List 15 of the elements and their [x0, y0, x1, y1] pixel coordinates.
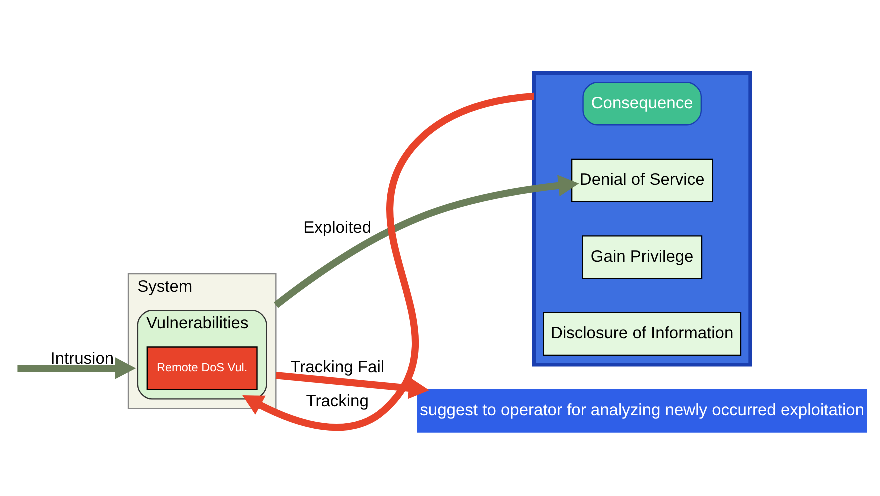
edge-label: Tracking: [306, 392, 369, 411]
edge-label: Tracking Fail: [290, 357, 385, 376]
cluster: [532, 71, 752, 367]
arrow: [18, 358, 136, 380]
arrow: [274, 175, 580, 308]
node-box: Disclosure of Information: [543, 312, 742, 356]
node-box: Denial of Service: [571, 158, 714, 203]
arrow: [276, 372, 430, 400]
arrow: [242, 92, 535, 432]
edge-label: Exploited: [304, 218, 372, 237]
node-box: suggest to operator for analyzing newly occurred exploitation: [417, 389, 868, 433]
node-box: Remote DoS Vul.: [146, 346, 258, 390]
node-box: Consequence: [582, 82, 702, 126]
edge-label: Intrusion: [50, 349, 114, 368]
node-box: Gain Privilege: [582, 236, 703, 280]
